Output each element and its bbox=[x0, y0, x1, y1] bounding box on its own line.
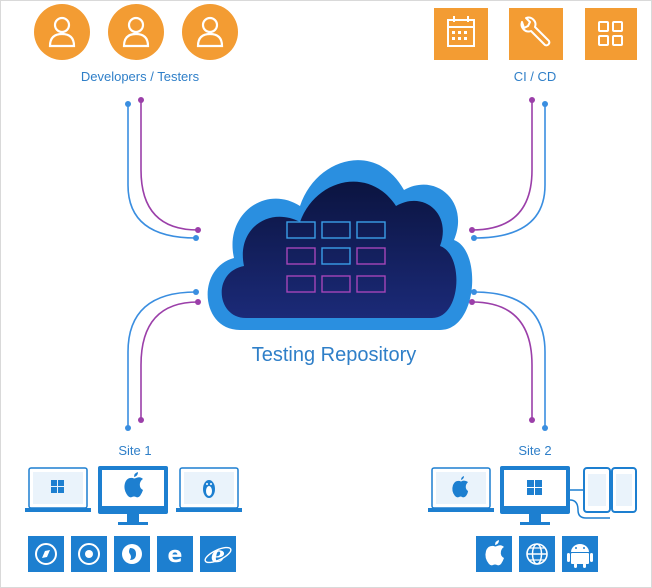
connector-lines bbox=[127, 100, 546, 428]
internet-explorer-icon: e bbox=[200, 536, 236, 572]
developer-avatar-2 bbox=[108, 4, 164, 60]
apple-icon bbox=[476, 536, 512, 572]
globe-icon bbox=[519, 536, 555, 572]
svg-text:e: e bbox=[211, 542, 225, 568]
linux-monitor-icon bbox=[176, 467, 242, 512]
site-1-label: Site 1 bbox=[118, 443, 152, 458]
apple-imac-icon bbox=[98, 466, 168, 525]
cloud-icon bbox=[207, 160, 473, 330]
grid-icon bbox=[585, 8, 637, 60]
apple-monitor-icon bbox=[428, 467, 494, 512]
developers-testers-label: Developers / Testers bbox=[80, 69, 200, 84]
edge-icon: e bbox=[157, 536, 193, 572]
connector-dots bbox=[125, 97, 548, 431]
ci-cd-label: CI / CD bbox=[513, 69, 557, 84]
windows-monitor-icon bbox=[25, 467, 91, 512]
calendar-icon bbox=[434, 8, 488, 60]
wrench-icon bbox=[509, 8, 563, 60]
svg-text:e: e bbox=[168, 543, 183, 568]
windows-imac-icon bbox=[500, 466, 570, 525]
repository-grid bbox=[286, 221, 386, 293]
repository-title: Testing Repository bbox=[251, 344, 417, 366]
developer-avatar-1 bbox=[34, 4, 90, 60]
developer-avatar-3 bbox=[182, 4, 238, 60]
chrome-icon bbox=[71, 536, 107, 572]
mobile-devices-icon bbox=[569, 467, 637, 519]
firefox-icon bbox=[114, 536, 150, 572]
android-icon bbox=[562, 536, 598, 572]
site-2-label: Site 2 bbox=[518, 443, 552, 458]
safari-icon bbox=[28, 536, 64, 572]
